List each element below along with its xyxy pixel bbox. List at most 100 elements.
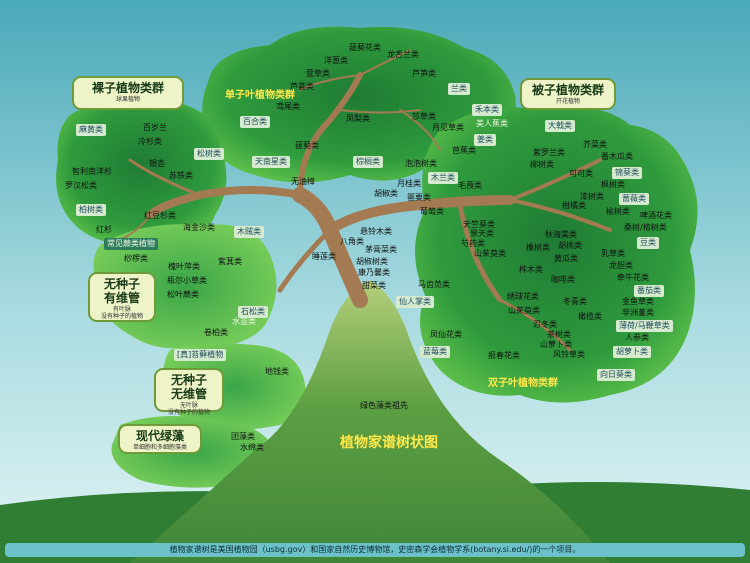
group-seedless-vascular: 无种子 有维管 有叶脉 没有种子的植物 [88, 272, 156, 322]
plant-label: 黄瓜类 [554, 254, 578, 263]
plant-label: 番木瓜类 [601, 152, 633, 161]
plant-label: 芥菜类 [583, 140, 607, 149]
plant-label: 百岁兰 [143, 123, 167, 132]
plant-label: 红杉 [96, 225, 112, 234]
plant-label-highlight: [真]苔藓植物 [174, 349, 227, 361]
plant-label: 芦荟类 [290, 82, 314, 91]
plant-label: 报春花类 [488, 351, 520, 360]
group-title: 被子植物类群 [531, 83, 604, 97]
plant-label: 天竺葵类 [463, 220, 495, 229]
section-dicots: 双子叶植物类群 [488, 378, 558, 389]
plant-label: 金鱼草类 [622, 297, 654, 306]
plant-label: 人参类 [625, 333, 649, 342]
plant-label-highlight: 松树类 [194, 148, 224, 160]
section-monocots: 单子叶植物类群 [225, 90, 295, 101]
group-angiosperms: 被子植物类群 开花植物 [520, 78, 616, 110]
plant-label: 银杏 [149, 159, 165, 168]
plant-label: 山萝卜类 [540, 340, 572, 349]
plant-label: 马齿苋类 [418, 280, 450, 289]
plant-label: 水绵类 [240, 443, 264, 452]
plant-label-highlight: 锦葵类 [612, 167, 642, 179]
plant-label: 忍冬类 [533, 320, 557, 329]
plant-label-highlight: 兰类 [448, 83, 470, 95]
plant-label: 团藻类 [231, 432, 255, 441]
plant-label: 菝葜类 [295, 141, 319, 150]
plant-label-highlight: 大戟类 [545, 120, 575, 132]
root-label: 绿色藻类祖先 [360, 401, 408, 410]
group-title: 有维管 [103, 290, 140, 305]
plant-label: 绣球花类 [507, 292, 539, 301]
group-subtitle: 没有种子的植物 [100, 312, 143, 320]
plant-label: 咖啡类 [551, 275, 575, 284]
plant-label-highlight: 柏树类 [76, 204, 106, 216]
plant-label: 胡椒树类 [356, 257, 388, 266]
plant-label: 葡萄类 [420, 207, 444, 216]
group-title: 无种子 [103, 277, 140, 291]
plant-label: 睡莲类 [312, 252, 336, 261]
group-modern-algae: 现代绿藻 单细胞和多细胞藻类 [118, 424, 202, 454]
plant-label: 康乃馨类 [358, 268, 390, 277]
plant-label: 枫树类 [601, 180, 625, 189]
plant-label-highlight: 棕榈类 [353, 156, 383, 168]
plant-label: 悬铃木类 [360, 227, 392, 236]
plant-label: 榆树类 [606, 207, 630, 216]
plant-label: 鸢尾类 [276, 102, 300, 111]
group-subtitle: 没有种子的植物 [167, 408, 210, 416]
plant-label: 乳草类 [601, 249, 625, 258]
plant-label: 桦木类 [519, 265, 543, 274]
plant-label: 茅膏菜类 [365, 245, 397, 254]
plant-label-highlight: 麻黄类 [76, 124, 106, 136]
footer-credit: 植物家谱树是美国植物园（usbg.gov）和国家自然历史博物馆，史密森学会植物学… [5, 543, 745, 557]
plant-label-highlight: 蔷薇类 [619, 193, 649, 205]
group-seedless-nonvascular: 无种子 无维管 无叶脉 没有种子的植物 [154, 368, 224, 416]
plant-label: 凤仙花类 [430, 330, 462, 339]
plant-label: 橡树类 [526, 243, 550, 252]
plant-label: 苏铁类 [169, 171, 193, 180]
plant-label: 毛茛类 [458, 181, 482, 190]
plant-label: 无油樟 [291, 177, 315, 186]
plant-label: 牵牛花类 [617, 273, 649, 282]
poster-title: 植物家谱树状图 [340, 435, 438, 451]
plant-label: 胡椒类 [374, 189, 398, 198]
plant-label: 芍药类 [461, 239, 485, 248]
plant-label-highlight: 常见蕨类植物 [104, 238, 158, 250]
group-gymnosperms: 裸子植物类群 球果植物 [72, 76, 184, 110]
plant-label-highlight: 天南星类 [252, 156, 290, 168]
plant-label-highlight: 百合类 [240, 116, 270, 128]
plant-label-highlight: 向日葵类 [597, 369, 635, 381]
plant-label-highlight: 木贼类 [234, 226, 264, 238]
mountain [130, 280, 610, 563]
plant-label: 莎草类 [412, 112, 436, 121]
group-title: 现代绿藻 [135, 429, 184, 443]
plant-label: 景天类 [470, 229, 494, 238]
group-title: 无维管 [170, 386, 207, 401]
plant-label: 啤酒花类 [640, 211, 672, 220]
plant-label: 水韭类 [232, 317, 256, 326]
plant-label: 芭蕉类 [452, 146, 476, 155]
plant-label: 瓶尔小草类 [167, 276, 207, 285]
plant-label-highlight: 仙人掌类 [396, 296, 434, 308]
plant-label: 胡桃类 [558, 241, 582, 250]
plant-label-highlight: 薄荷/马鞭草类 [616, 320, 673, 332]
plant-label: 冬青类 [563, 297, 587, 306]
plant-label: 龙舌兰类 [387, 50, 419, 59]
plant-label-highlight: 姜类 [474, 134, 496, 146]
plant-label: 罂粟类 [407, 193, 431, 202]
plant-label-highlight: 石松类 [238, 306, 268, 318]
plant-label: 龙胆类 [609, 261, 633, 270]
plant-label: 风铃草类 [553, 350, 585, 359]
plant-label-highlight: 番茄类 [634, 285, 664, 297]
group-subtitle: 单细胞和多细胞藻类 [132, 443, 187, 451]
plant-label: 卷柏类 [204, 328, 228, 337]
group-subtitle: 有叶脉 [112, 305, 131, 313]
plant-label-highlight: 蓝莓类 [420, 346, 450, 358]
plant-label: 漆树类 [580, 192, 604, 201]
plant-label: 洋葱类 [324, 56, 348, 65]
plant-label: 甜菜类 [362, 281, 386, 290]
plant-label: 紫萁类 [218, 257, 242, 266]
plant-label: 月桂类 [397, 179, 421, 188]
plant-label-highlight: 木兰类 [428, 172, 458, 184]
group-subtitle: 球果植物 [115, 95, 140, 103]
plant-label: 可可类 [569, 169, 593, 178]
